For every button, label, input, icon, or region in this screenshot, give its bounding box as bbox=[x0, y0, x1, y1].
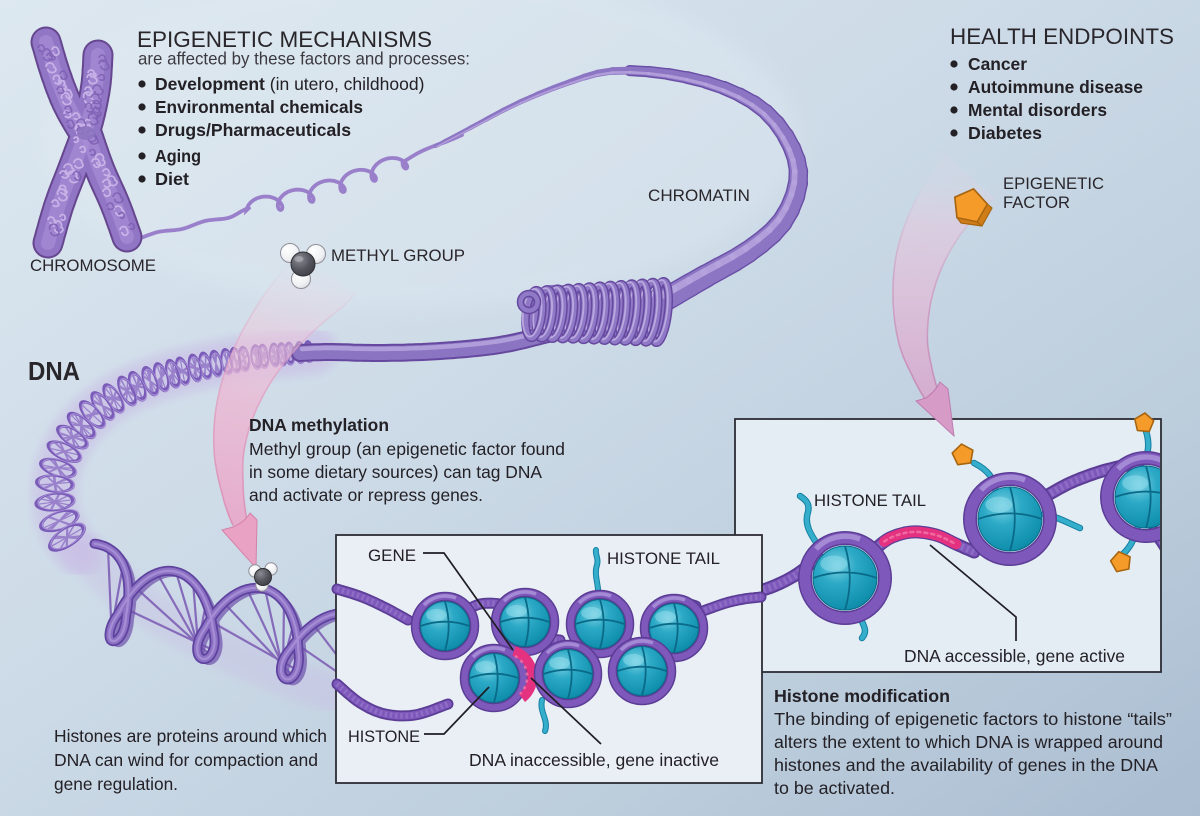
svg-text:Environmental chemicals: Environmental chemicals bbox=[155, 97, 363, 117]
svg-text:Methyl group (an epigenetic fa: Methyl group (an epigenetic factor found bbox=[249, 439, 565, 459]
svg-text:Cancer: Cancer bbox=[968, 54, 1027, 74]
svg-text:GENE: GENE bbox=[368, 546, 416, 565]
svg-text:Histone modification: Histone modification bbox=[774, 686, 950, 706]
svg-text:CHROMATIN: CHROMATIN bbox=[648, 186, 750, 205]
svg-text:DNA: DNA bbox=[28, 356, 80, 386]
svg-text:Development (in utero, childho: Development (in utero, childhood) bbox=[155, 74, 424, 94]
svg-text:and activate or repress genes.: and activate or repress genes. bbox=[249, 485, 483, 505]
svg-text:alters the extent to which DNA: alters the extent to which DNA is wrappe… bbox=[774, 732, 1163, 752]
svg-text:Aging: Aging bbox=[155, 146, 201, 166]
svg-text:in some dietary sources) can t: in some dietary sources) can tag DNA bbox=[249, 462, 542, 482]
svg-text:Drugs/Pharmaceuticals: Drugs/Pharmaceuticals bbox=[155, 120, 351, 140]
svg-text:METHYL GROUP: METHYL GROUP bbox=[331, 246, 465, 265]
svg-text:are affected by these factors: are affected by these factors and proces… bbox=[138, 49, 470, 69]
svg-text:Diet: Diet bbox=[155, 169, 189, 189]
svg-text:CHROMOSOME: CHROMOSOME bbox=[30, 256, 156, 275]
svg-text:Histones are proteins around w: Histones are proteins around which bbox=[54, 726, 327, 746]
svg-text:HISTONE TAIL: HISTONE TAIL bbox=[814, 491, 926, 510]
svg-text:gene regulation.: gene regulation. bbox=[54, 774, 178, 794]
svg-text:HISTONE TAIL: HISTONE TAIL bbox=[607, 549, 720, 568]
svg-text:EPIGENETIC: EPIGENETIC bbox=[1003, 174, 1104, 193]
svg-text:DNA methylation: DNA methylation bbox=[249, 415, 389, 435]
svg-text:FACTOR: FACTOR bbox=[1003, 193, 1070, 212]
svg-text:to be activated.: to be activated. bbox=[774, 778, 895, 798]
svg-text:Autoimmune disease: Autoimmune disease bbox=[968, 77, 1143, 97]
svg-text:DNA inaccessible, gene inactiv: DNA inaccessible, gene inactive bbox=[469, 750, 719, 770]
svg-text:HEALTH ENDPOINTS: HEALTH ENDPOINTS bbox=[950, 24, 1174, 49]
svg-text:EPIGENETIC MECHANISMS: EPIGENETIC MECHANISMS bbox=[137, 27, 432, 52]
svg-text:Diabetes: Diabetes bbox=[968, 123, 1042, 143]
svg-text:DNA can wind for compaction an: DNA can wind for compaction and bbox=[54, 750, 318, 770]
svg-text:Mental disorders: Mental disorders bbox=[968, 100, 1107, 120]
svg-text:DNA accessible, gene active: DNA accessible, gene active bbox=[904, 646, 1125, 666]
svg-text:histones and the availability: histones and the availability of genes i… bbox=[774, 755, 1158, 775]
svg-text:HISTONE: HISTONE bbox=[348, 727, 420, 746]
svg-text:The binding of epigenetic fact: The binding of epigenetic factors to his… bbox=[774, 709, 1172, 729]
